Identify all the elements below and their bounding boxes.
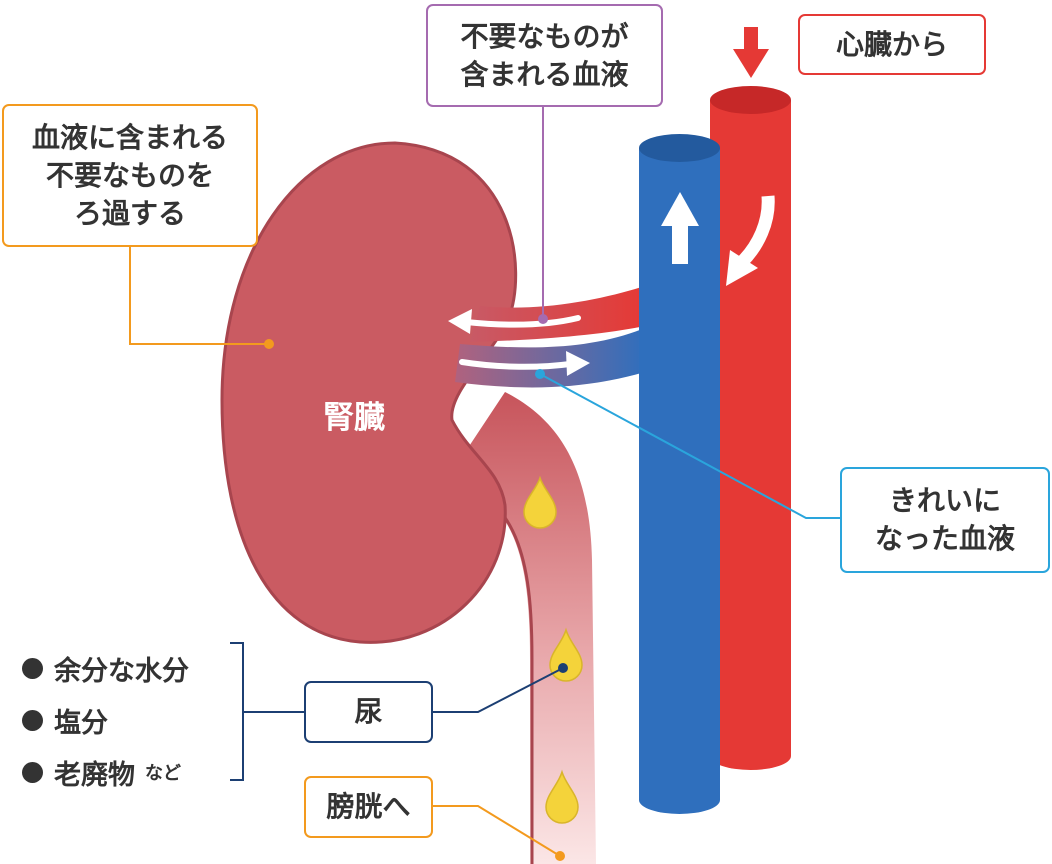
bullet-icon xyxy=(22,761,43,783)
flow-arrow-right xyxy=(459,351,590,376)
label-filter: 血液に含まれる 不要なものを ろ過する xyxy=(2,104,258,247)
list-suffix: など xyxy=(145,763,181,784)
label-urine: 尿 xyxy=(304,681,433,743)
leader-urine xyxy=(433,667,564,713)
leader-filter xyxy=(129,246,269,345)
label-from-heart: 心臓から xyxy=(798,14,986,75)
label-to-bladder: 膀胱へ xyxy=(304,776,433,838)
bullet-icon xyxy=(22,709,43,731)
arrow-down-curved-icon xyxy=(726,195,775,286)
bullet-icon xyxy=(22,657,43,679)
label-clean-blood: きれいに なった血液 xyxy=(840,467,1050,573)
urine-drop xyxy=(549,627,583,682)
artery-top xyxy=(710,86,791,114)
renal-vein-branch xyxy=(455,328,645,388)
urine-drop xyxy=(545,769,579,824)
list-item: 老廃物 など xyxy=(22,746,189,798)
ureter xyxy=(448,392,596,864)
renal-artery-branch xyxy=(470,286,645,342)
leader-bladder xyxy=(433,805,561,857)
vein-top xyxy=(639,134,720,162)
kidney-label: 腎臓 xyxy=(323,400,385,436)
arrow-down-icon xyxy=(733,27,769,78)
list-item: 塩分 xyxy=(22,694,189,746)
bracket xyxy=(230,642,244,781)
leader-clean-blood xyxy=(539,373,840,519)
list-item: 余分な水分 xyxy=(22,642,189,694)
artery xyxy=(710,100,791,756)
label-unwanted-blood: 不要なものが 含まれる血液 xyxy=(426,4,663,107)
arrow-up-icon xyxy=(661,192,699,264)
flow-arrow-left xyxy=(448,309,581,334)
urine-contents-list: 余分な水分 塩分 老廃物 など xyxy=(22,642,189,798)
urine-drop xyxy=(523,475,557,529)
